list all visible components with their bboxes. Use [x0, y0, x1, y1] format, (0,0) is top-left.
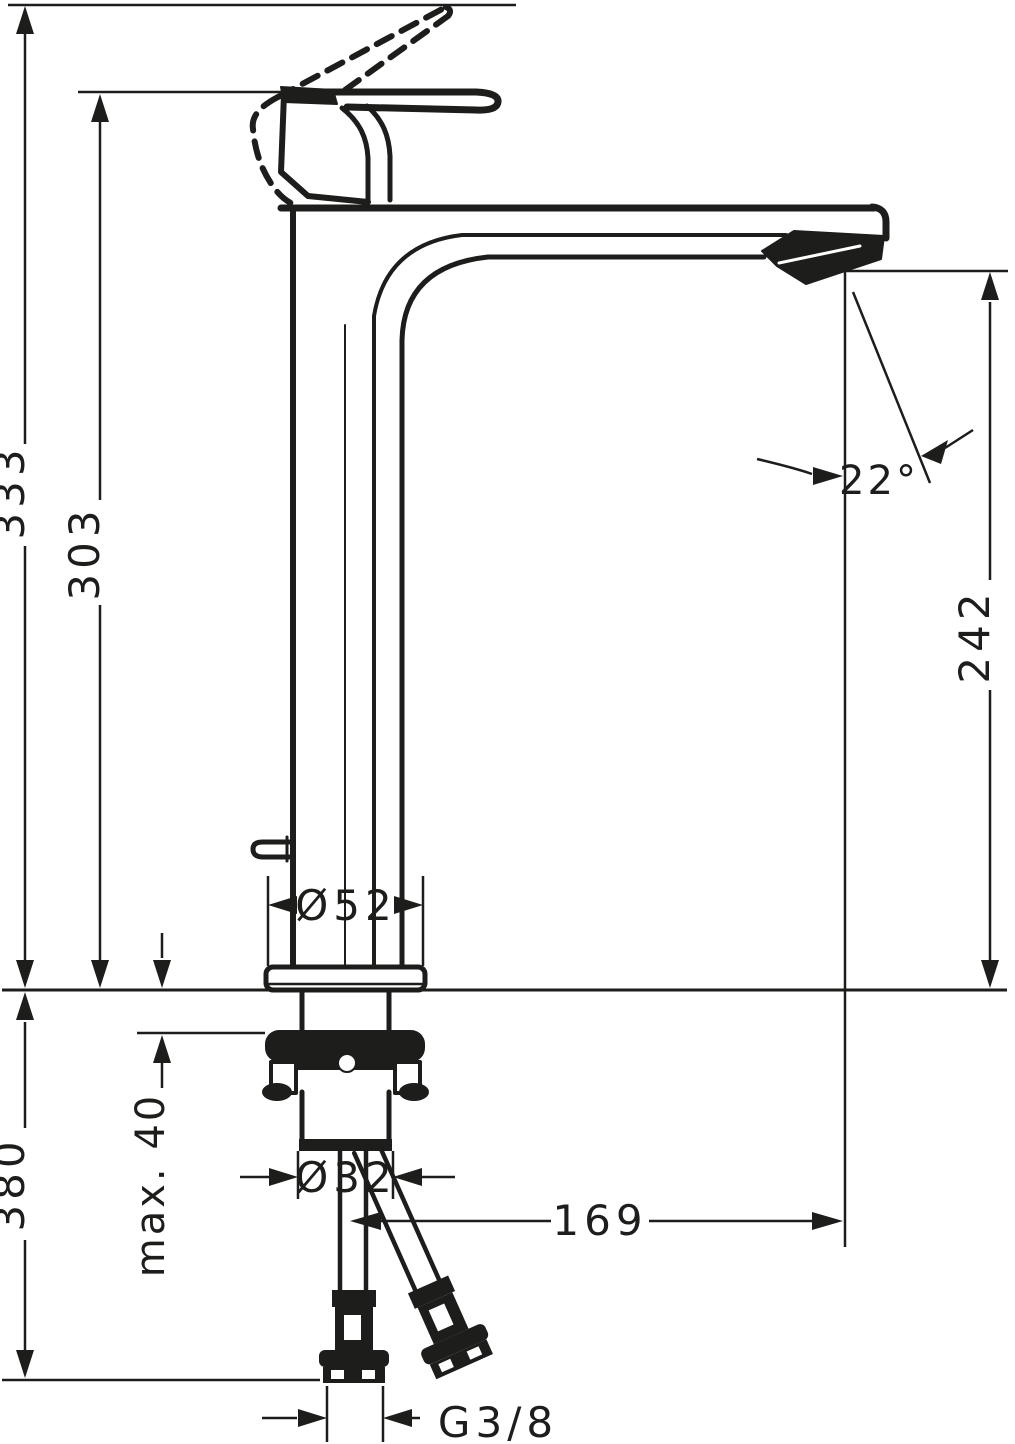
dimension-lines [2, 3, 1008, 1442]
popup-rod [250, 835, 296, 863]
angle-leader-right [944, 428, 974, 450]
angle-leader-left [756, 457, 813, 476]
dim-max-mounting-label: max. 40 [128, 1093, 174, 1277]
lever-handle [280, 86, 502, 203]
supply-hose-slanted [351, 1140, 493, 1380]
dim-overall-height-label: 333 [0, 444, 34, 539]
body-column [290, 207, 346, 971]
spout-outlet [761, 230, 885, 285]
angle-slant-line [851, 291, 932, 484]
raised-handle-dashed [249, 4, 454, 209]
base-plate [263, 964, 428, 993]
dim-handle-height-label: 303 [60, 505, 109, 600]
spout [277, 203, 890, 971]
dim-spout-height-label: 242 [950, 588, 999, 683]
faucet-outline [249, 4, 890, 1383]
dim-spout-angle-label: 22° [839, 458, 919, 504]
dim-below-counter-label: 380 [0, 1136, 34, 1231]
handle-body [278, 91, 371, 205]
dim-base-diameter-label: Ø52 [295, 881, 397, 930]
dim-thread-size-label: G3/8 [438, 1398, 558, 1444]
dim-spout-reach-label: 169 [552, 1196, 647, 1245]
dim-shaft-diameter-label: Ø32 [295, 1153, 397, 1202]
dimension-arrows [16, 6, 999, 1427]
mounting-assembly [262, 988, 429, 1151]
